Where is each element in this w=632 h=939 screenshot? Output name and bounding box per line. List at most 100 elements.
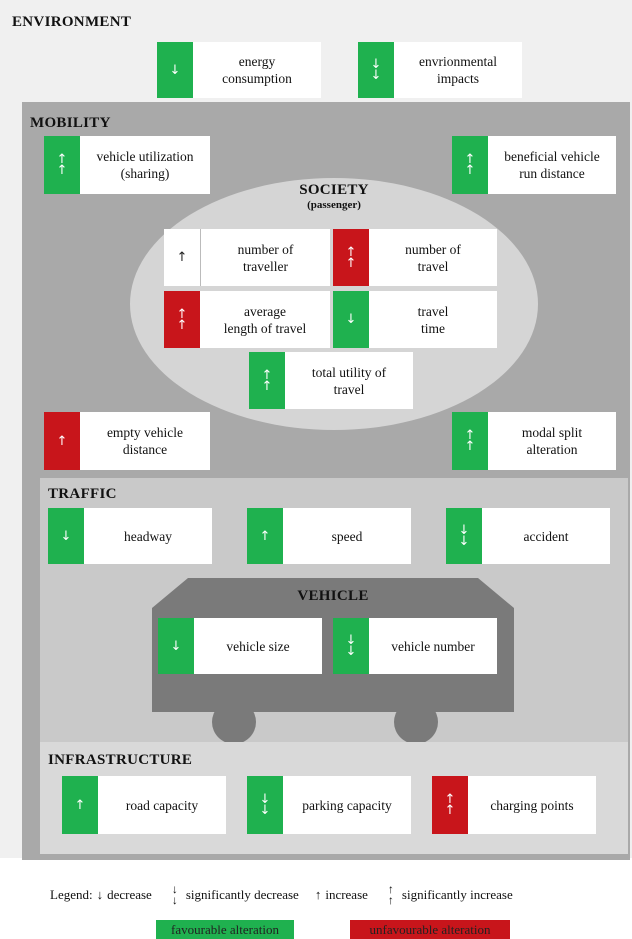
- accident-box: ↓↓ accident: [446, 508, 610, 564]
- legend-decrease-label: decrease: [107, 887, 152, 902]
- legend-favourable: favourable alteration: [156, 920, 294, 939]
- arrow-group: ↓: [170, 64, 181, 77]
- average-length-box: ↑↑ average length of travel: [164, 291, 330, 348]
- legend-prefix: Legend:: [50, 887, 93, 902]
- box-label: speed: [331, 528, 363, 544]
- arrow-up-icon: ↑: [259, 528, 271, 544]
- arrow-up-icon: ↑: [56, 163, 68, 178]
- box-label: vehicle number: [391, 638, 475, 654]
- alteration-indicator: ↓↓: [247, 776, 283, 834]
- arrow-down-icon: ↓: [458, 523, 470, 538]
- arrow-down-icon: ↓: [170, 638, 182, 654]
- legend-increase-label: increase: [325, 887, 368, 902]
- box-label: charging points: [490, 797, 574, 813]
- charging-points-box: ↑↑ charging points: [432, 776, 596, 834]
- alteration-indicator: ↑: [164, 229, 201, 286]
- arrow-up-icon: ↑: [464, 439, 476, 454]
- society-subtitle: (passenger): [307, 199, 361, 211]
- box-label: number of travel: [405, 241, 461, 274]
- speed-box: ↑ speed: [247, 508, 411, 564]
- number-of-traveller-box: ↑ number of traveller: [164, 229, 330, 286]
- box-label: total utility of travel: [311, 364, 387, 397]
- alteration-indicator: ↓: [158, 618, 194, 674]
- box-label: modal split alteration: [521, 425, 583, 457]
- vehicle-title: VEHICLE: [297, 588, 369, 604]
- arrow-group: ↑: [176, 250, 188, 265]
- environmental-impacts-box: ↓↓ envrionmental impacts: [358, 42, 522, 98]
- box-label: empty vehicle distance: [106, 425, 184, 457]
- arrow-group: ↓↓: [371, 58, 382, 82]
- alteration-indicator: ↓↓: [358, 42, 394, 98]
- box-label: number of traveller: [237, 241, 294, 274]
- arrow-group: ↑↑: [56, 153, 68, 178]
- energy-consumption-box: ↓ energy consumption: [157, 42, 321, 98]
- alteration-indicator: ↑↑: [249, 352, 285, 409]
- box-label: accident: [523, 528, 569, 544]
- empty-vehicle-box: ↑ empty vehicle distance: [44, 412, 210, 470]
- society-title: SOCIETY: [299, 182, 369, 198]
- arrow-group: ↑: [56, 433, 68, 449]
- arrow-group: ↓: [170, 638, 182, 654]
- arrow-group: ↓: [345, 312, 357, 327]
- arrow-down-icon: ↓: [171, 893, 178, 907]
- legend: Legend: ↓ decrease ↓↓ significantly decr…: [50, 882, 513, 907]
- arrow-up-icon: ↑: [176, 317, 188, 333]
- arrow-down-icon: ↓: [345, 644, 357, 659]
- arrow-up-icon: ↑: [387, 882, 394, 896]
- arrow-up-icon: ↑: [261, 378, 273, 394]
- arrow-up-icon: ↑: [464, 152, 476, 167]
- alteration-indicator: ↑↑: [432, 776, 468, 834]
- arrow-group: ↓↓: [458, 523, 470, 548]
- arrow-group: ↓↓: [345, 633, 357, 659]
- vehicle-wheel-right: [394, 700, 438, 744]
- arrow-down-icon: ↓: [345, 312, 357, 327]
- arrow-up-icon: ↑: [176, 250, 188, 265]
- arrow-up-icon: ↑: [345, 244, 357, 260]
- modal-split-box: ↑↑ modal split alteration: [452, 412, 616, 470]
- box-label: energy consumption: [222, 54, 292, 86]
- box-label: envrionmental impacts: [419, 54, 497, 86]
- alteration-indicator: ↓: [333, 291, 369, 348]
- alteration-indicator: ↓: [48, 508, 84, 564]
- total-utility-box: ↑↑ total utility of travel: [249, 352, 413, 409]
- alteration-indicator: ↑: [247, 508, 283, 564]
- legend-sig-increase-arrow: ↑↑: [387, 882, 394, 907]
- road-capacity-box: ↑road capacity: [62, 776, 226, 834]
- arrow-down-icon: ↓: [60, 528, 72, 544]
- arrow-down-icon: ↓: [259, 803, 271, 818]
- box-label: vehicle utilization (sharing): [96, 149, 194, 181]
- arrow-up-icon: ↑: [464, 428, 476, 443]
- box-label: headway: [124, 528, 172, 544]
- arrow-group: ↑: [259, 528, 271, 544]
- environment-title: ENVIRONMENT: [12, 14, 132, 30]
- arrow-group: ↑: [75, 799, 86, 812]
- alteration-indicator: ↓↓: [446, 508, 482, 564]
- vehicle-utilization-box: ↑↑ vehicle utilization (sharing): [44, 136, 210, 194]
- infrastructure-title: INFRASTRUCTURE: [48, 752, 193, 768]
- legend-sig-decrease-label: significantly decrease: [185, 887, 299, 902]
- arrow-group: ↑↑: [345, 244, 357, 270]
- alteration-indicator: ↑↑: [333, 229, 369, 286]
- legend-increase-arrow: ↑: [314, 887, 322, 902]
- alteration-indicator: ↑: [62, 776, 98, 834]
- arrow-group: ↑↑: [261, 367, 273, 394]
- arrow-down-icon: ↓: [259, 792, 271, 807]
- alteration-indicator: ↓↓: [333, 618, 369, 674]
- alteration-indicator: ↑↑: [164, 291, 200, 348]
- box-label: average length of travel: [223, 303, 307, 336]
- alteration-indicator: ↑: [44, 412, 80, 470]
- arrow-down-icon: ↓: [345, 633, 357, 648]
- alteration-indicator: ↑↑: [452, 412, 488, 470]
- legend-decrease-arrow: ↓: [96, 887, 104, 902]
- arrow-up-icon: ↑: [176, 306, 188, 322]
- society-header: SOCIETY (passenger): [284, 182, 384, 211]
- beneficial-vehicle-box: ↑↑beneficial vehicle run distance: [452, 136, 616, 194]
- arrow-up-icon: ↑: [387, 893, 394, 907]
- arrow-up-icon: ↑: [261, 367, 273, 383]
- arrow-up-icon: ↑: [56, 433, 68, 449]
- vehicle-number-box: ↓↓ vehicle number: [333, 618, 497, 674]
- arrow-group: ↑↑: [464, 428, 476, 454]
- box-label: travel time: [417, 303, 449, 336]
- legend-sig-decrease-arrow: ↓↓: [171, 883, 178, 907]
- number-of-travel-box: ↑↑ number of travel: [333, 229, 497, 286]
